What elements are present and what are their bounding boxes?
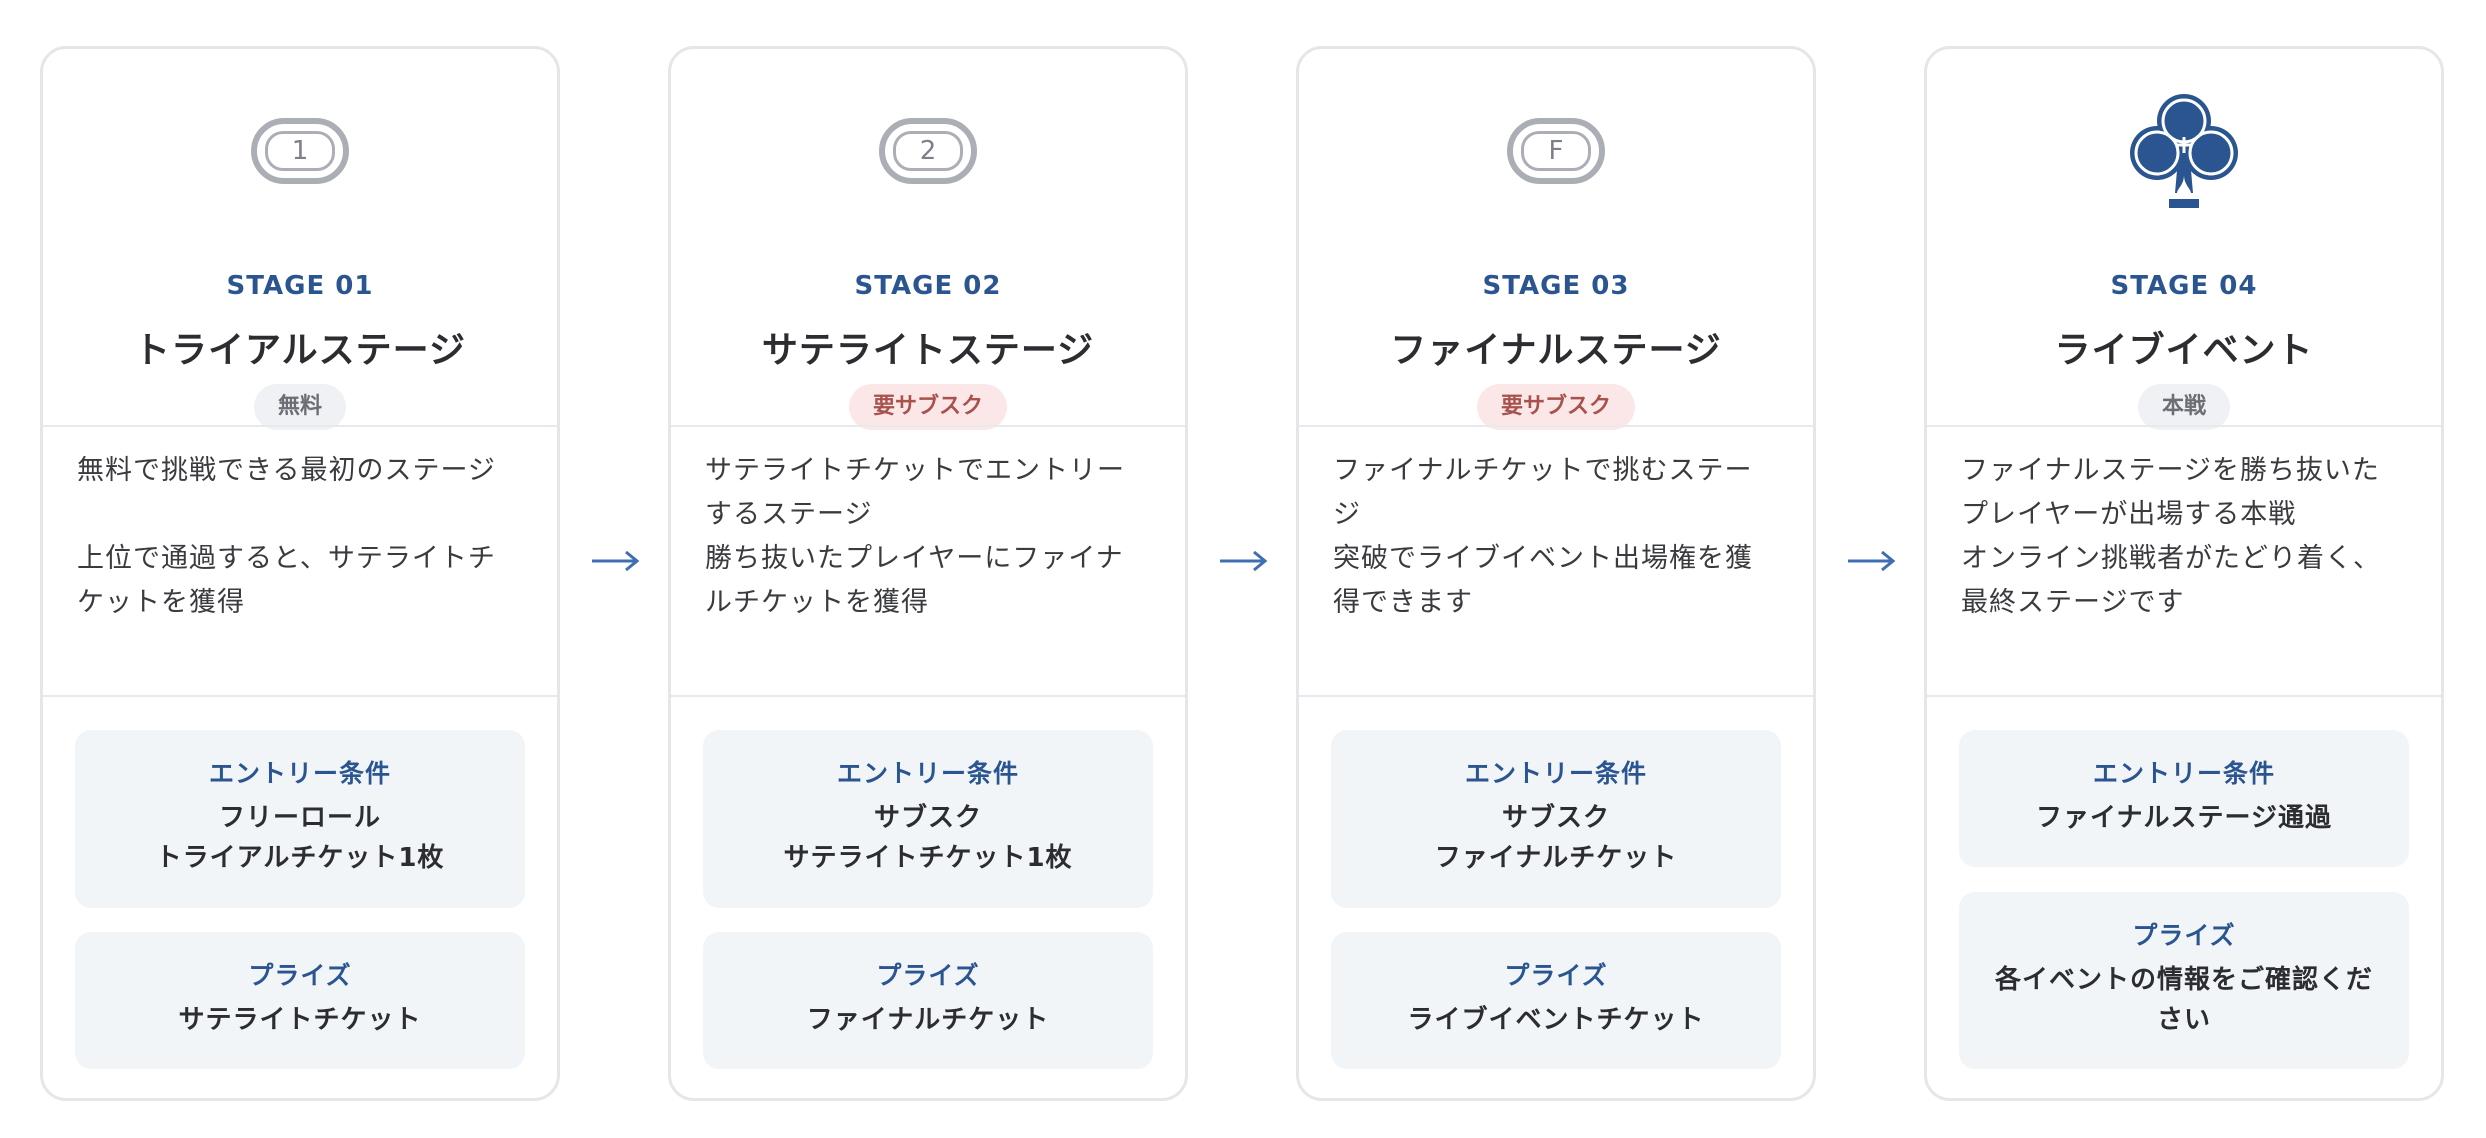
entry-condition-box: エントリー条件 サブスク サテライトチケット1枚 [703,730,1153,908]
description-line: 上位で通過すると、サテライトチ [77,543,496,574]
entry-condition-box: エントリー条件 ファイナルステージ通過 [1959,730,2409,867]
divider [671,425,1185,427]
club-icon [2130,94,2238,208]
stage-description: ファイナルチケットで挑むステー ジ 突破でライブイベント出場権を獲 得できます [1333,449,1785,699]
stage-number: STAGE 03 [1482,271,1630,301]
main-event-badge: 本戦 [2137,384,2230,430]
description-line: 勝ち抜いたプレイヤーにファイナ [705,543,1124,574]
divider [43,695,557,697]
prize-value: さい [2156,1005,2211,1035]
stage-number: STAGE 04 [2110,271,2258,301]
prize-value: サテライトチケット [178,1005,422,1035]
stage-card-header: 1 STAGE 01 トライアルステージ 無料 [43,49,557,430]
stage-title: トライアルステージ [134,330,466,371]
stage-card-1: 1 STAGE 01 トライアルステージ 無料 無料で挑戦できる最初のステージ … [40,46,560,1101]
stage-number: STAGE 01 [226,271,374,301]
stage-card-header: 2 STAGE 02 サテライトステージ 要サブスク [671,49,1185,430]
prize-box: プライズ ファイナルチケット [703,932,1153,1069]
arrow-right-icon [1848,550,1896,572]
description-line: 突破でライブイベント出場権を獲 [1333,543,1753,574]
subscription-badge: 要サブスク [848,384,1007,430]
stage-description: ファイナルステージを勝ち抜いた プレイヤーが出場する本戦 オンライン挑戦者がたど… [1961,449,2413,699]
arrow-right-icon [1220,550,1268,572]
entry-condition-value: ファイナルステージ通過 [2036,803,2332,833]
divider [1299,425,1813,427]
stage-title: サテライトステージ [761,330,1095,371]
stage-description: サテライトチケットでエントリー するステージ 勝ち抜いたプレイヤーにファイナ ル… [705,449,1157,699]
description-line: ファイナルチケットで挑むステー [1333,455,1753,486]
entry-condition-value: サテライトチケット1枚 [783,843,1073,873]
stage-card-4: STAGE 04 ライブイベント 本戦 ファイナルステージを勝ち抜いた プレイヤ… [1924,46,2444,1101]
prize-label: プライズ [2132,921,2236,950]
description-line: オンライン挑戦者がたどり着く、 [1961,543,2381,574]
divider [1927,695,2441,697]
divider [1927,425,2441,427]
entry-condition-label: エントリー条件 [836,759,1019,788]
ticket-icon: 2 [879,118,977,184]
description-line: 得できます [1333,587,1473,618]
entry-condition-value: フリーロール [218,803,381,833]
description-line: 最終ステージです [1961,587,2185,618]
arrow-right-icon [592,550,640,572]
description-line: ファイナルステージを勝ち抜いた [1961,455,2380,486]
divider [671,695,1185,697]
entry-condition-value: サブスク [873,803,982,833]
description-spacer [77,493,529,537]
prize-box: プライズ 各イベントの情報をご確認くだ さい [1959,892,2409,1069]
description-line: ルチケットを獲得 [705,587,929,618]
ticket-icon-label: 1 [265,131,335,171]
stage-card-3: F STAGE 03 ファイナルステージ 要サブスク ファイナルチケットで挑むス… [1296,46,1816,1101]
stage-number: STAGE 02 [854,271,1002,301]
prize-label: プライズ [1504,961,1608,990]
description-line: サテライトチケットでエントリー [705,455,1125,486]
divider [43,425,557,427]
prize-box: プライズ ライブイベントチケット [1331,932,1781,1069]
ticket-icon: F [1507,118,1605,184]
ticket-icon-label: 2 [893,131,963,171]
subscription-badge: 要サブスク [1476,384,1635,430]
entry-condition-value: サブスク [1501,803,1610,833]
description-line: プレイヤーが出場する本戦 [1961,499,2297,530]
prize-value: ファイナルチケット [806,1005,1050,1035]
stage-title: ライブイベント [2054,330,2314,371]
prize-label: プライズ [876,961,980,990]
description-line: 無料で挑戦できる最初のステージ [77,455,496,486]
prize-label: プライズ [248,961,352,990]
stage-description: 無料で挑戦できる最初のステージ 上位で通過すると、サテライトチ ケットを獲得 [77,449,529,699]
prize-value: ライブイベントチケット [1407,1005,1705,1035]
stage-card-header: F STAGE 03 ファイナルステージ 要サブスク [1299,49,1813,430]
prize-value: 各イベントの情報をご確認くだ [1994,965,2373,995]
entry-condition-box: エントリー条件 フリーロール トライアルチケット1枚 [75,730,525,908]
entry-condition-label: エントリー条件 [1464,759,1647,788]
entry-condition-label: エントリー条件 [2092,759,2275,788]
prize-box: プライズ サテライトチケット [75,932,525,1069]
description-line: ジ [1333,499,1361,530]
stage-card-2: 2 STAGE 02 サテライトステージ 要サブスク サテライトチケットでエント… [668,46,1188,1101]
entry-condition-label: エントリー条件 [208,759,391,788]
description-line: するステージ [705,499,873,530]
entry-condition-value: トライアルチケット1枚 [155,843,445,873]
stage-card-header: STAGE 04 ライブイベント 本戦 [1927,49,2441,430]
description-line: ケットを獲得 [77,587,245,618]
entry-condition-value: ファイナルチケット [1434,843,1678,873]
divider [1299,695,1813,697]
ticket-icon-label: F [1521,131,1591,171]
ticket-icon: 1 [251,118,349,184]
entry-condition-box: エントリー条件 サブスク ファイナルチケット [1331,730,1781,908]
price-badge: 無料 [253,384,346,430]
stage-title: ファイナルステージ [1390,330,1722,371]
